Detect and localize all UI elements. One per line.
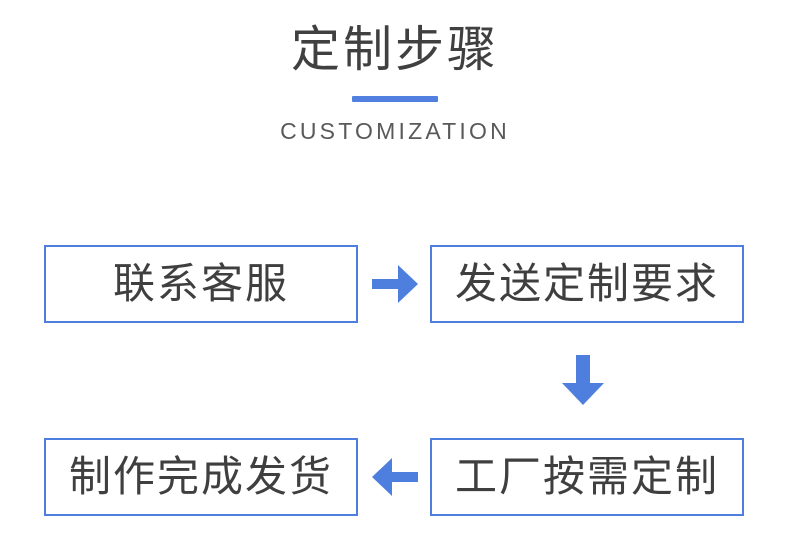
- step-box-factory-custom-production[interactable]: 工厂按需定制: [430, 438, 744, 516]
- step-label: 制作完成发货: [68, 452, 333, 501]
- step-box-contact-support[interactable]: 联系客服: [44, 245, 358, 323]
- step-label: 工厂按需定制: [454, 452, 719, 501]
- page-header: 定制步骤 CUSTOMIZATION: [0, 0, 790, 145]
- arrow-down-icon: [561, 355, 605, 405]
- step-box-production-complete-shipping[interactable]: 制作完成发货: [44, 438, 358, 516]
- arrow-left-icon: [372, 455, 418, 499]
- page-subtitle: CUSTOMIZATION: [280, 118, 510, 145]
- step-label: 发送定制要求: [454, 259, 719, 308]
- step-box-send-customization-request[interactable]: 发送定制要求: [430, 245, 744, 323]
- step-label: 联系客服: [112, 259, 289, 308]
- title-underline-divider: [352, 96, 438, 103]
- page-title: 定制步骤: [290, 21, 499, 78]
- arrow-right-icon: [372, 262, 418, 306]
